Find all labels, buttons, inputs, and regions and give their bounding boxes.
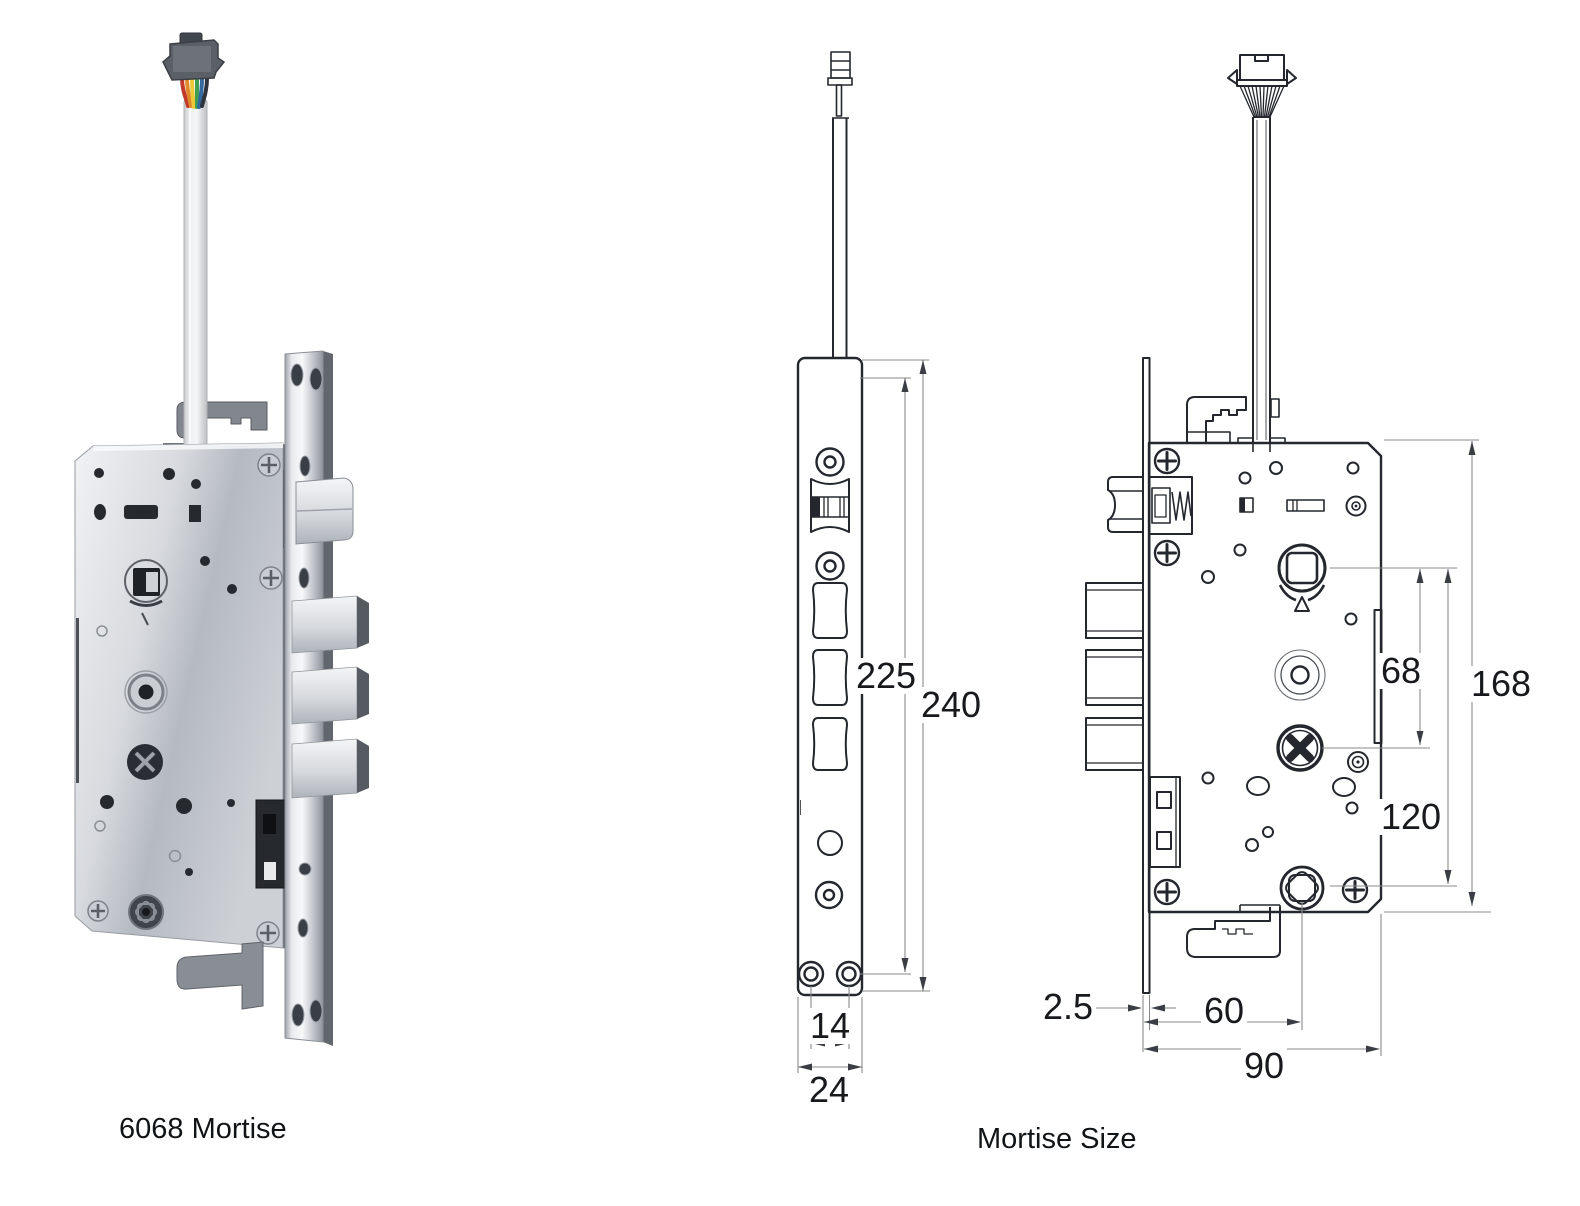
photo-render-view — [74, 32, 369, 1046]
dim-label-spindle-to-bottom-screw: 120 — [1377, 799, 1445, 835]
side-left-box — [1149, 776, 1181, 868]
dim-label-case-depth: 90 — [1240, 1048, 1288, 1084]
front-cable — [832, 118, 848, 358]
connector-wires — [180, 76, 209, 109]
side-spindle-hub — [1277, 543, 1327, 612]
side-top-bracket-foot — [1187, 431, 1231, 443]
side-ring-screws — [1345, 495, 1369, 773]
front-screw-lower — [814, 880, 844, 910]
side-deadbolts — [1085, 582, 1144, 771]
side-cable-entry — [1237, 437, 1286, 452]
bottom-hook-bracket — [176, 941, 264, 1010]
side-bracket-teeth — [1222, 928, 1253, 935]
gear-screw — [128, 894, 164, 930]
side-cable-connector — [1227, 54, 1297, 87]
service-window — [255, 799, 288, 889]
side-case-outline — [1147, 441, 1383, 914]
side-wire-fan — [1239, 85, 1285, 118]
side-cross-screw — [1276, 724, 1324, 772]
face-phillips-screws — [87, 453, 283, 945]
front-screws-bottom — [797, 960, 863, 988]
front-screw-top — [815, 447, 845, 477]
latch-bolt — [295, 477, 354, 545]
face-outline-holes — [94, 625, 182, 863]
side-top-tab — [1270, 398, 1280, 418]
side-phillips-screws — [1153, 447, 1369, 906]
side-bottom-bracket — [1186, 907, 1281, 958]
cylinder-hole — [124, 670, 168, 714]
caption-size-view: Mortise Size — [977, 1123, 1137, 1155]
dim-label-faceplate-width: 24 — [805, 1072, 853, 1108]
lock-case-face — [74, 442, 284, 949]
face-holes — [94, 468, 237, 876]
front-hole-plain — [817, 830, 843, 856]
front-view-drawing — [796, 51, 930, 1073]
deadbolts — [291, 595, 369, 799]
front-latch-cutout — [810, 478, 850, 533]
dim-label-backset: 60 — [1200, 993, 1248, 1029]
cross-screw — [127, 744, 163, 780]
case-top-bevel — [93, 443, 283, 451]
dim-label-screw-span: 225 — [852, 658, 920, 694]
side-view-drawing — [1085, 54, 1491, 1056]
side-latch-assembly — [1107, 476, 1193, 535]
front-screw-mid — [815, 551, 845, 581]
side-slot — [76, 618, 79, 783]
side-face-slots — [1239, 497, 1325, 513]
dim-label-faceplate-thickness: 2.5 — [1039, 989, 1097, 1025]
cable — [183, 99, 208, 451]
dim-label-bottom-screw-spacing: 14 — [806, 1008, 854, 1044]
dim-label-total-height: 240 — [917, 687, 985, 723]
front-cable-connector — [827, 51, 853, 119]
front-bolt-holes — [812, 582, 848, 771]
caption-photo-view: 6068 Mortise — [119, 1113, 287, 1145]
spindle-hub — [124, 559, 168, 626]
front-dim-arrows — [798, 360, 927, 1071]
dim-label-spindle-to-cylinder: 68 — [1377, 653, 1425, 689]
connector-face — [173, 46, 211, 72]
side-cylinder-rings — [1274, 649, 1326, 701]
side-small-holes — [1201, 461, 1360, 852]
dim-label-case-height: 168 — [1467, 666, 1535, 702]
side-dim-arrows — [1128, 441, 1476, 1053]
side-cable — [1252, 116, 1271, 443]
side-top-bracket — [1186, 396, 1252, 444]
side-dim-lines — [1094, 439, 1491, 1056]
faceplate-screws — [290, 363, 323, 1027]
